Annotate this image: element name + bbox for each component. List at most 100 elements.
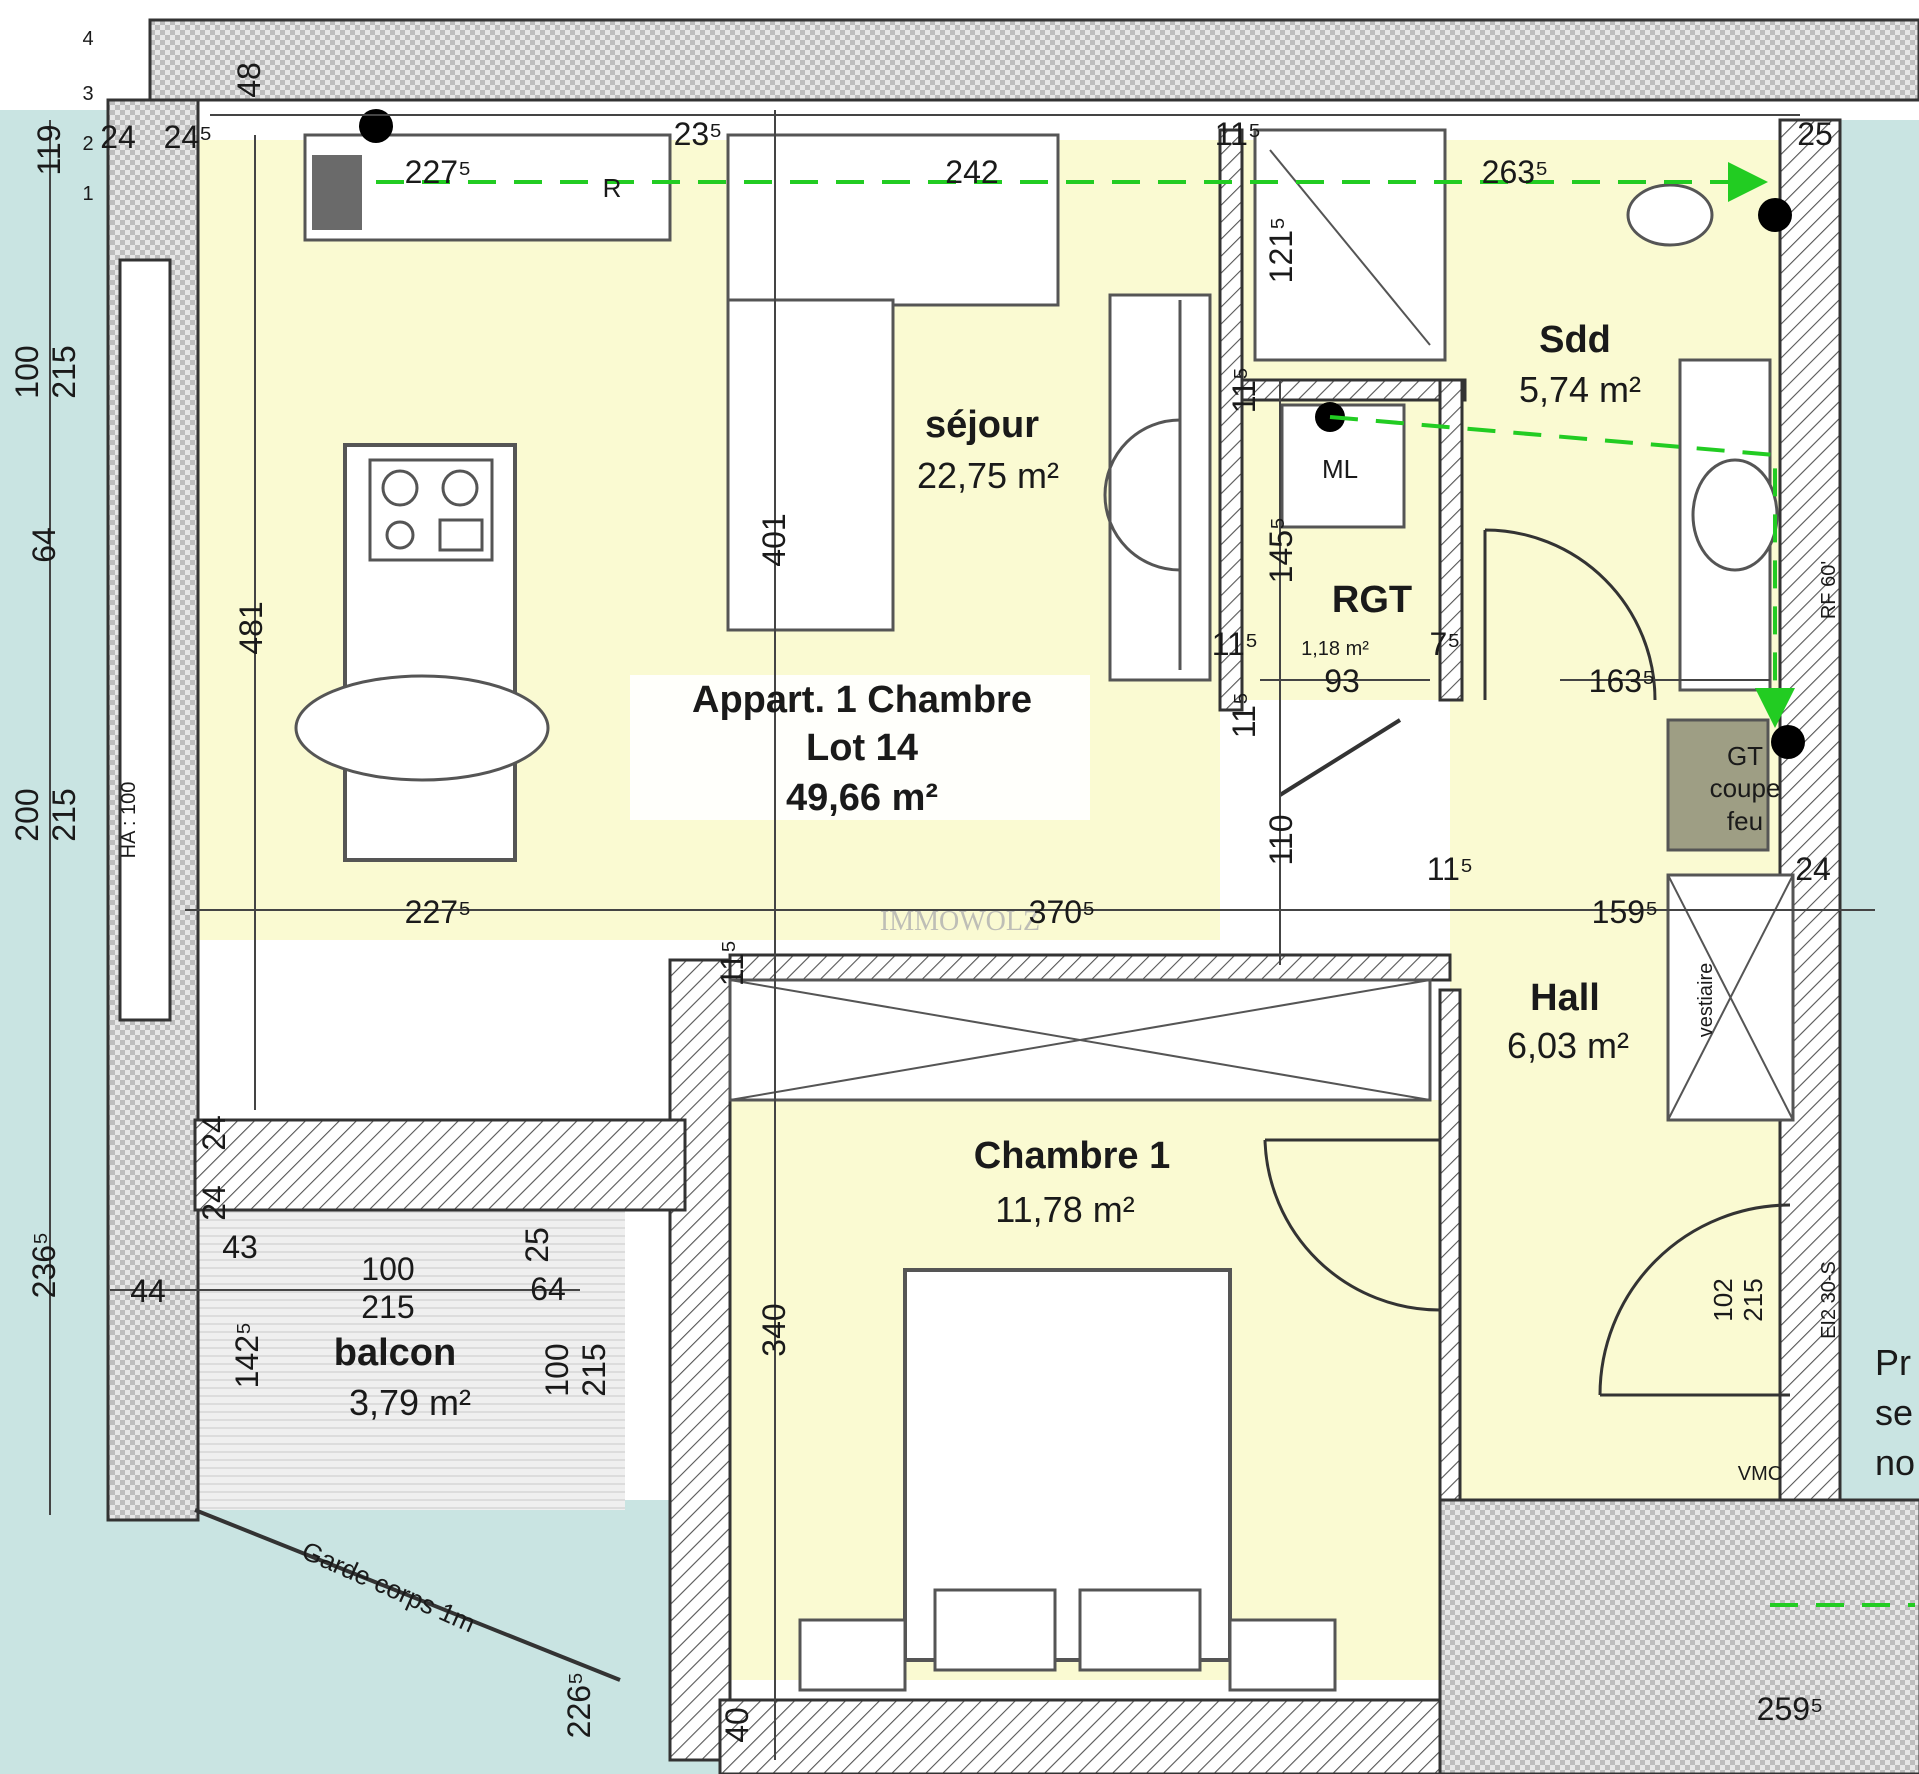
dim-2635: 263⁵ xyxy=(1482,154,1549,190)
dim-100a: 100 xyxy=(9,345,45,398)
dim-75: 7⁵ xyxy=(1429,626,1460,662)
room-name-sdd: Sdd xyxy=(1539,319,1611,361)
dim-215c: 215 xyxy=(361,1289,414,1325)
toilet xyxy=(1626,183,1714,247)
dim-1215: 121⁵ xyxy=(1263,217,1299,284)
rgt-door xyxy=(1278,718,1402,797)
dim-115d: 11⁵ xyxy=(1226,692,1262,738)
room-name-rgt: RGT xyxy=(1332,579,1412,621)
nightstand-left xyxy=(798,1618,907,1692)
burner-2 xyxy=(441,469,479,507)
pr-label-3: no xyxy=(1875,1442,1915,1483)
garde-corps-line xyxy=(194,1508,621,1682)
burner-1 xyxy=(381,469,419,507)
dim-100b: 100 xyxy=(361,1251,414,1287)
door-height-label: 215 xyxy=(1738,1278,1768,1321)
outside-bottom-area xyxy=(0,1500,720,1774)
dim-1425: 142⁵ xyxy=(229,1322,265,1389)
room-area-balcon: 3,79 m² xyxy=(349,1382,471,1423)
drain-dot-1 xyxy=(359,109,393,143)
sink xyxy=(312,155,362,230)
level-2: 2 xyxy=(82,133,93,155)
burner-3 xyxy=(385,520,415,550)
left-window-frame xyxy=(118,258,172,1022)
gt-box xyxy=(1666,718,1770,852)
kitchen-divider-wall xyxy=(668,958,732,1762)
pr-label-1: Pr xyxy=(1875,1342,1911,1383)
dim-24c: 24 xyxy=(196,1115,232,1151)
dim-215a: 215 xyxy=(46,345,82,398)
dim-2595: 259⁵ xyxy=(1757,1691,1824,1727)
dim-340: 340 xyxy=(756,1303,792,1356)
sofa xyxy=(726,133,1060,307)
dim-2275b: 227⁵ xyxy=(405,894,472,930)
ha-label: HA : 100 xyxy=(118,782,140,859)
dim-200: 200 xyxy=(9,788,45,841)
sofa-chaise xyxy=(726,298,895,632)
rf-label: RF 60' xyxy=(1818,561,1840,619)
drain-dot-3 xyxy=(1758,198,1792,232)
sdd-left-wall xyxy=(1218,128,1244,712)
entrance-door xyxy=(1598,1203,1791,1397)
room-area-hall: 6,03 m² xyxy=(1507,1025,1629,1066)
watermark: IMMOWOLZ xyxy=(880,906,1040,937)
dim-1595: 159⁵ xyxy=(1592,894,1659,930)
chambre-top-wall xyxy=(728,953,1452,982)
drain-line-bath xyxy=(1329,415,1795,728)
level-1: 1 xyxy=(82,183,93,205)
tv-unit xyxy=(1108,293,1212,682)
room-area-sejour: 22,75 m² xyxy=(917,455,1059,496)
dim-100c: 100 xyxy=(539,1343,575,1396)
dim-110: 110 xyxy=(1263,814,1299,865)
rgt-right-wall xyxy=(1438,378,1464,702)
dim-401: 401 xyxy=(756,513,792,566)
washing-machine xyxy=(1280,403,1406,529)
title-box xyxy=(630,675,1090,820)
dim-119: 119 xyxy=(31,124,67,175)
room-name-balcon: balcon xyxy=(334,1332,456,1374)
pr-label-2: se xyxy=(1875,1392,1913,1433)
dim-1635: 163⁵ xyxy=(1589,663,1656,699)
pillow-left xyxy=(933,1588,1057,1672)
dim-115e: 11⁵ xyxy=(1427,851,1473,887)
dim-115b: 11⁵ xyxy=(1226,367,1262,413)
dim-2365: 236⁵ xyxy=(26,1232,62,1299)
top-wall xyxy=(148,18,1919,102)
balcon-top-wall xyxy=(193,1118,687,1212)
dim-3705: 370⁵ xyxy=(1029,894,1096,930)
balcon-floor xyxy=(195,1210,625,1510)
fridge-label: R xyxy=(603,173,622,203)
room-area-chambre: 11,78 m² xyxy=(995,1189,1134,1230)
dim-64b: 64 xyxy=(530,1271,566,1307)
dim-25a: 25 xyxy=(1797,116,1833,152)
dim-93: 93 xyxy=(1324,663,1360,699)
dim-25b: 25 xyxy=(519,1227,555,1263)
dim-43: 43 xyxy=(222,1229,258,1265)
chambre-door xyxy=(1263,1138,1441,1312)
dimension-labels-vertical: 48 119 121⁵ 11⁵ 145⁵ 11⁵ 110 11⁵ 481 401… xyxy=(9,62,1299,1743)
dim-24a: 24 xyxy=(100,119,136,155)
nightstand-right xyxy=(1228,1618,1337,1692)
dim-44: 44 xyxy=(130,1273,166,1309)
outside-right-area xyxy=(1840,120,1919,1640)
dim-1455: 145⁵ xyxy=(1263,517,1299,584)
dim-235: 23⁵ xyxy=(674,116,723,152)
dim-115f: 11⁵ xyxy=(714,940,750,986)
dim-242: 242 xyxy=(945,154,998,190)
room-name-sejour: séjour xyxy=(925,404,1039,446)
outside-left-area xyxy=(0,0,110,1774)
dim-40: 40 xyxy=(719,1707,755,1743)
dim-215d: 215 xyxy=(576,1343,612,1396)
vestiaire-label: vestiaire xyxy=(1695,963,1717,1037)
dim-24b: 24 xyxy=(1795,851,1831,887)
door-width-label: 102 xyxy=(1708,1278,1738,1321)
level-3: 3 xyxy=(82,83,93,105)
dim-2265: 226⁵ xyxy=(561,1672,597,1739)
gt-label-2: coupe xyxy=(1710,773,1781,803)
gt-label-3: feu xyxy=(1727,806,1763,836)
dimension-lines xyxy=(49,110,1875,1760)
lower-right-block xyxy=(1438,1498,1919,1774)
ei2-label: EI2 30-S xyxy=(1818,1261,1840,1339)
room-area-rgt: 1,18 m² xyxy=(1301,638,1369,660)
